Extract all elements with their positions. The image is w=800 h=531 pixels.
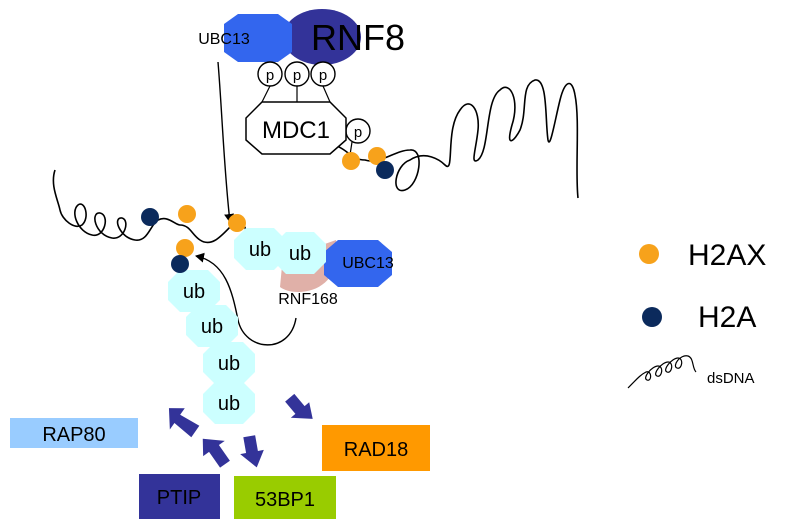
ubc13-bottom-protein xyxy=(324,240,392,287)
legend-dsdna-label: dsDNA xyxy=(707,370,755,387)
mdc1-label: MDC1 xyxy=(262,117,330,144)
h2ax-dot xyxy=(176,239,194,257)
arrow-to-rap80 xyxy=(168,408,200,438)
phospho-site xyxy=(284,61,310,87)
arrow-to-ptip xyxy=(202,438,230,468)
phospho-label: p xyxy=(293,67,301,84)
ubc13-bottom-label: UBC13 xyxy=(342,255,394,272)
mdc1-phospho-group: p p p p xyxy=(257,61,371,156)
phospho-site xyxy=(257,61,283,87)
phospho-label: p xyxy=(354,124,362,141)
ub-label: ub xyxy=(183,281,205,303)
arrow-to-rad18 xyxy=(285,393,313,419)
h2ax-dot xyxy=(368,147,386,165)
h2a-dot xyxy=(171,255,189,273)
dna-strand-upper xyxy=(329,79,579,199)
ub-unit xyxy=(168,270,220,312)
legend-h2a-label: H2A xyxy=(698,301,756,334)
legend-h2ax-dot xyxy=(639,244,659,264)
legend-h2a-dot xyxy=(642,307,662,327)
ub-label: ub xyxy=(289,243,311,265)
phospho-label: p xyxy=(319,67,327,84)
h2ax-dot xyxy=(228,214,246,232)
53bp1-box xyxy=(234,476,336,519)
legend: H2AX H2A dsDNA xyxy=(627,239,766,389)
rnf8-label: RNF8 xyxy=(311,17,405,58)
ubc13-top-protein xyxy=(224,14,292,62)
legend-h2ax-label: H2AX xyxy=(688,239,766,272)
ub-chain-horizontal: ub ub xyxy=(234,228,326,274)
phospho-label: p xyxy=(266,67,274,84)
ubc13-top-label: UBC13 xyxy=(198,31,250,48)
ub-label: ub xyxy=(218,393,240,415)
ptip-box xyxy=(139,474,220,519)
ub-unit xyxy=(203,382,255,424)
dna-strand-left xyxy=(52,169,247,244)
rap80-box xyxy=(10,418,138,448)
h2ax-dot xyxy=(342,152,360,170)
rad18-box xyxy=(322,425,430,471)
h2a-dot xyxy=(376,161,394,179)
ub-label: ub xyxy=(201,316,223,338)
ub-unit xyxy=(186,305,238,347)
rnf168-label: RNF168 xyxy=(278,291,338,308)
h2ax-dot xyxy=(178,205,196,223)
ubc13-transfer-arrow xyxy=(217,61,235,223)
ub-label: ub xyxy=(218,353,240,375)
ub-unit xyxy=(203,342,255,384)
mdc1-protein xyxy=(245,101,347,155)
rad18-label: RAD18 xyxy=(344,439,408,461)
ub-unit xyxy=(234,228,286,270)
ub-label: ub xyxy=(249,239,271,261)
ub-unit xyxy=(274,232,326,274)
53bp1-label: 53BP1 xyxy=(255,489,315,511)
arrow-to-53bp1 xyxy=(240,435,264,468)
ptip-label: PTIP xyxy=(157,487,201,509)
rap80-label: RAP80 xyxy=(42,424,105,446)
phospho-site xyxy=(310,61,336,87)
rnf168-transfer-arrow xyxy=(195,252,297,346)
histone-dots xyxy=(141,147,394,273)
rnf8-protein xyxy=(283,9,361,65)
ub-chain-vertical: ub ub ub ub xyxy=(168,270,255,424)
legend-dsdna-icon xyxy=(627,355,697,389)
reader-arrows xyxy=(168,393,313,468)
h2a-dot xyxy=(141,208,159,226)
